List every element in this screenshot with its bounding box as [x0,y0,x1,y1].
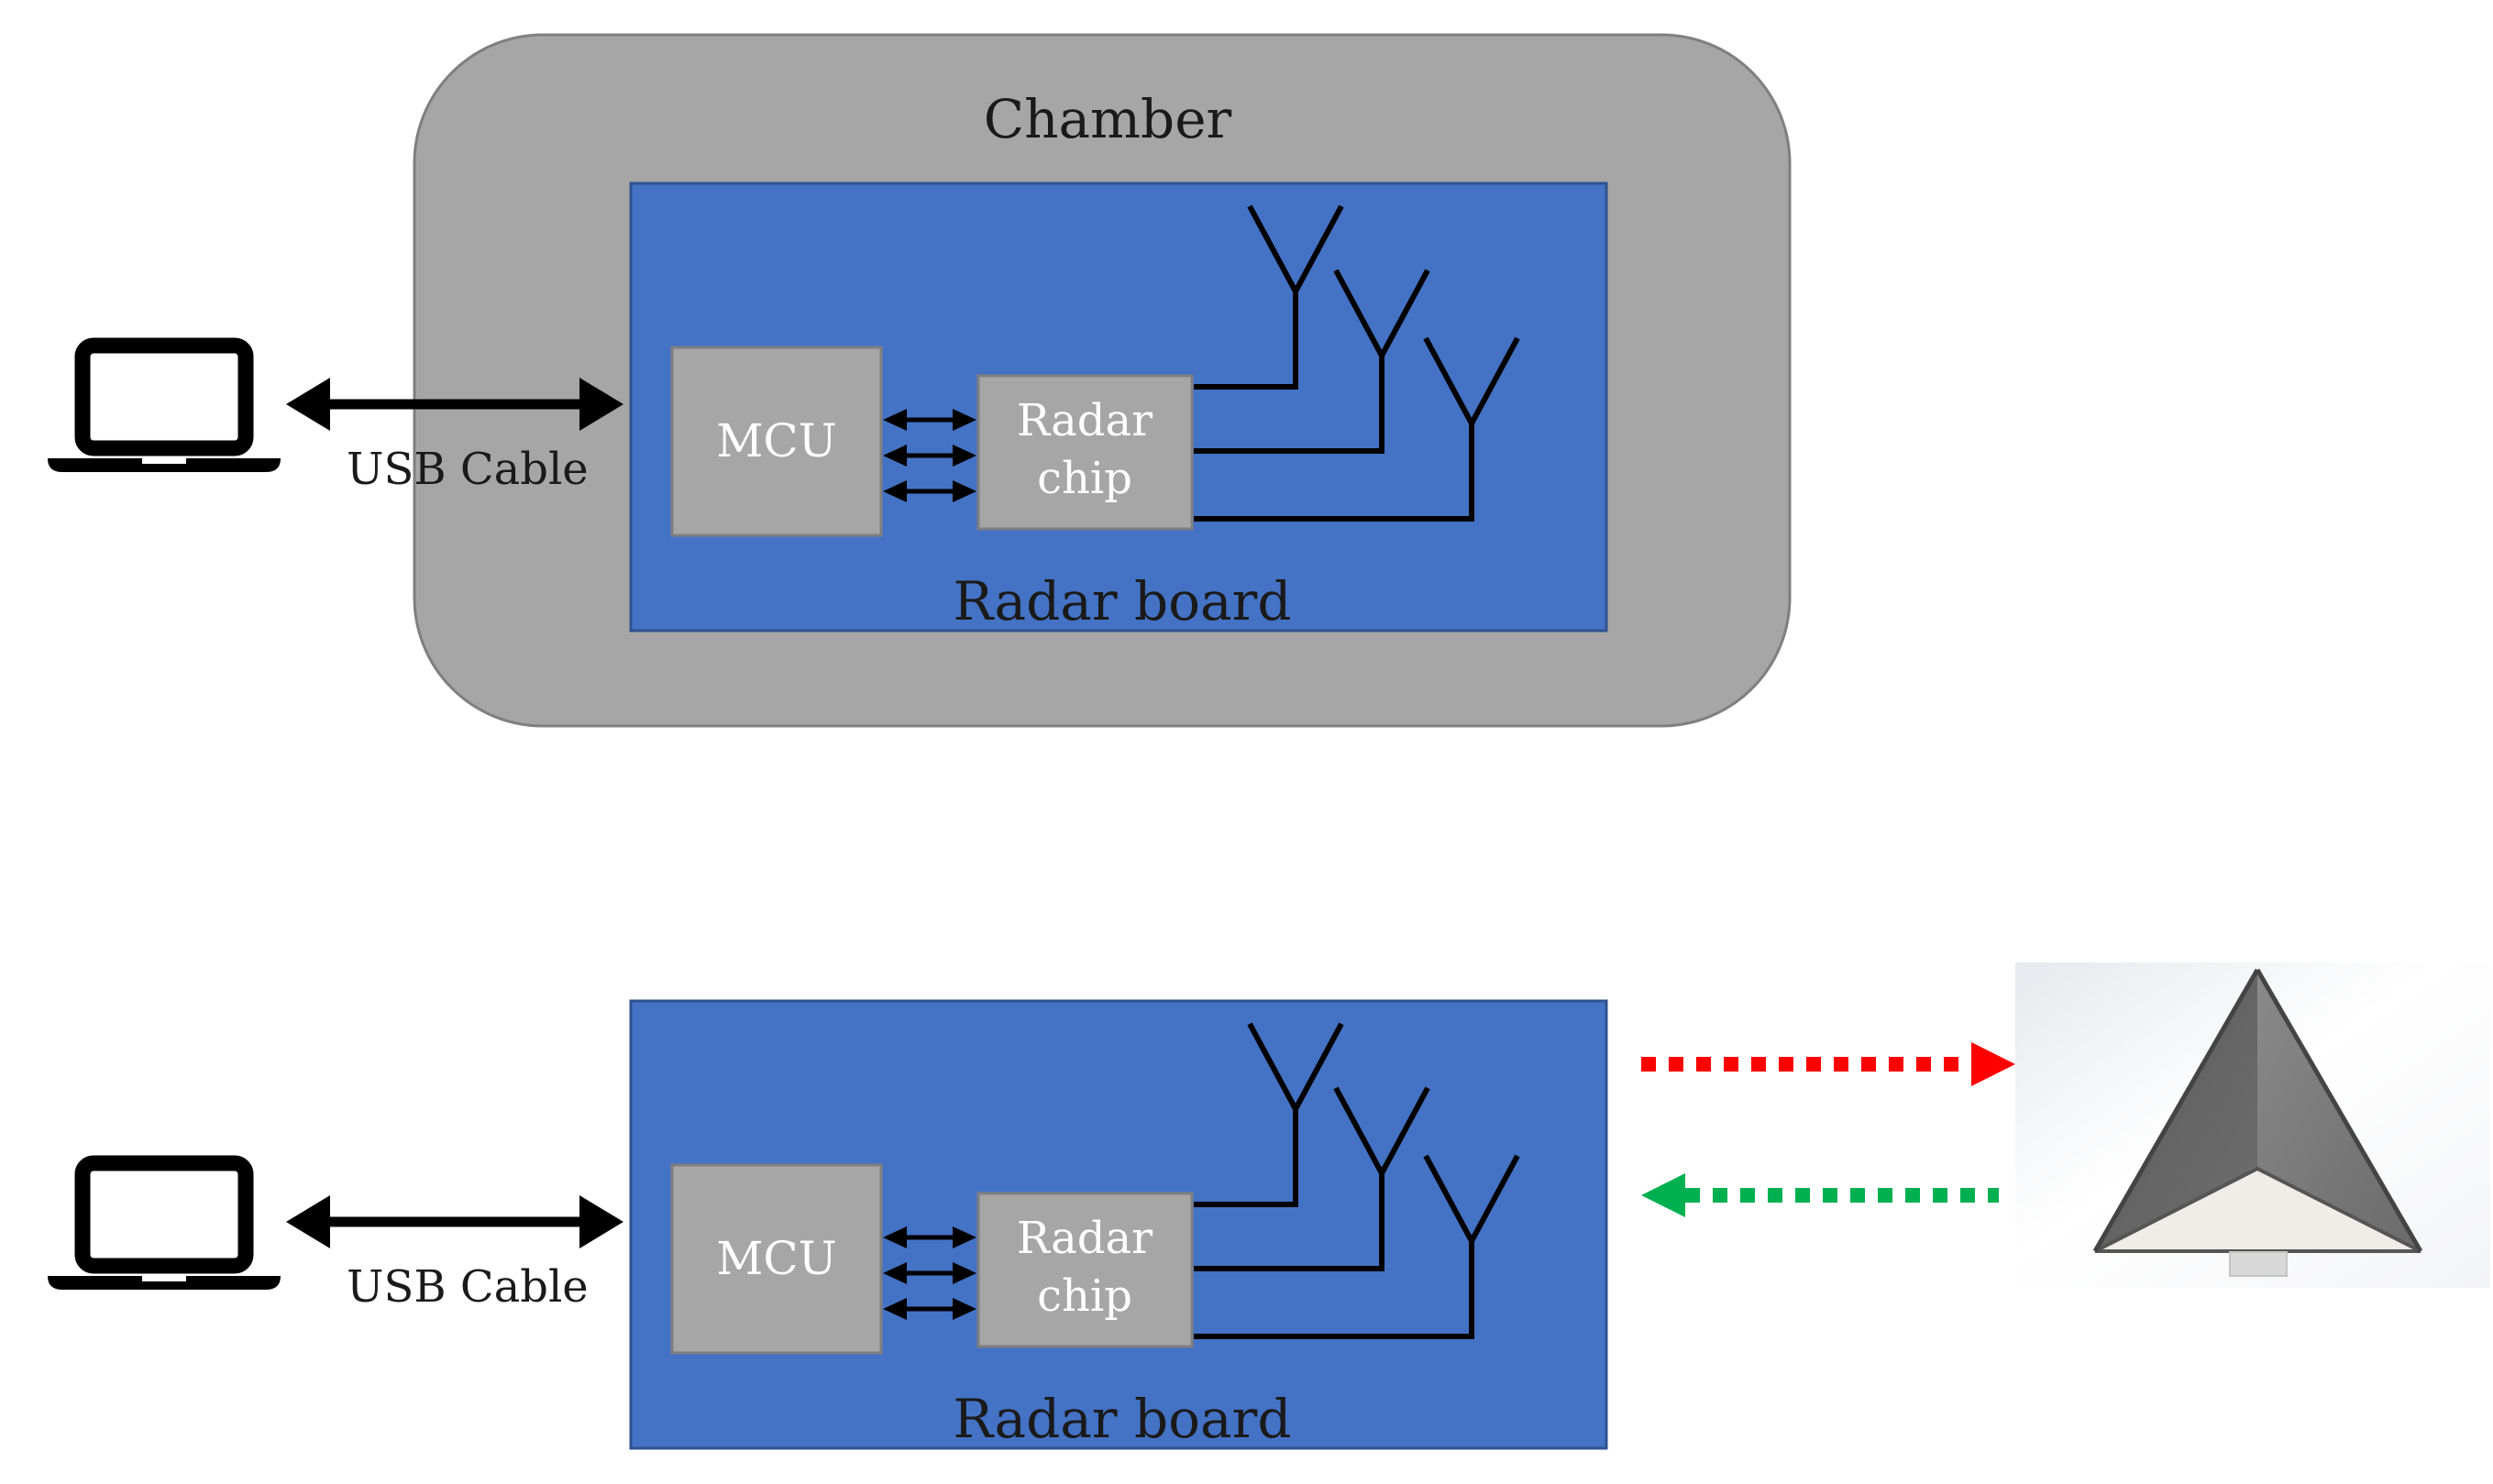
mcu-block [670,346,883,537]
radar-chip-label-line1: Radar [1017,1213,1153,1264]
echo-signal-arrow [1641,1173,1999,1217]
top-setup: Chamber Radar board MCU Radar chip [48,33,1792,728]
mcu-block [670,1163,883,1355]
mcu-label: MCU [716,1232,837,1285]
radar-chip-label-line2: chip [1037,453,1132,504]
radar-chip-block [976,374,1194,531]
usb-cable-label: USB Cable [347,444,589,495]
usb-cable-arrow [286,1195,623,1248]
antenna-icon [1194,269,1430,454]
antenna-icon [1194,1022,1344,1207]
antenna-array [1194,1022,1520,1339]
mcu-chip-bus [883,409,976,502]
radar-chip-label-line1: Radar [1017,395,1153,446]
mcu-chip-bus [883,1226,976,1320]
radar-board-label: Radar board [954,1388,1292,1450]
radar-chip-block [976,1192,1194,1348]
antenna-icon [1194,336,1520,522]
usb-cable-label: USB Cable [347,1261,589,1313]
chamber-label: Chamber [984,88,1232,150]
bottom-setup: Radar board MCU Radar chip [48,962,2490,1450]
radar-board-label: Radar board [954,570,1292,632]
usb-cable-arrow [286,378,623,431]
transmit-signal-arrow [1641,1042,2015,1086]
antenna-icon [1194,1154,1520,1339]
radar-chip-label-line2: chip [1037,1270,1132,1322]
corner-reflector-icon [2015,962,2490,1288]
laptop-icon [48,337,281,472]
mcu-label: MCU [716,414,837,467]
laptop-icon [48,1155,281,1290]
antenna-array [1194,204,1520,522]
antenna-icon [1194,1086,1430,1271]
antenna-icon [1194,204,1344,390]
